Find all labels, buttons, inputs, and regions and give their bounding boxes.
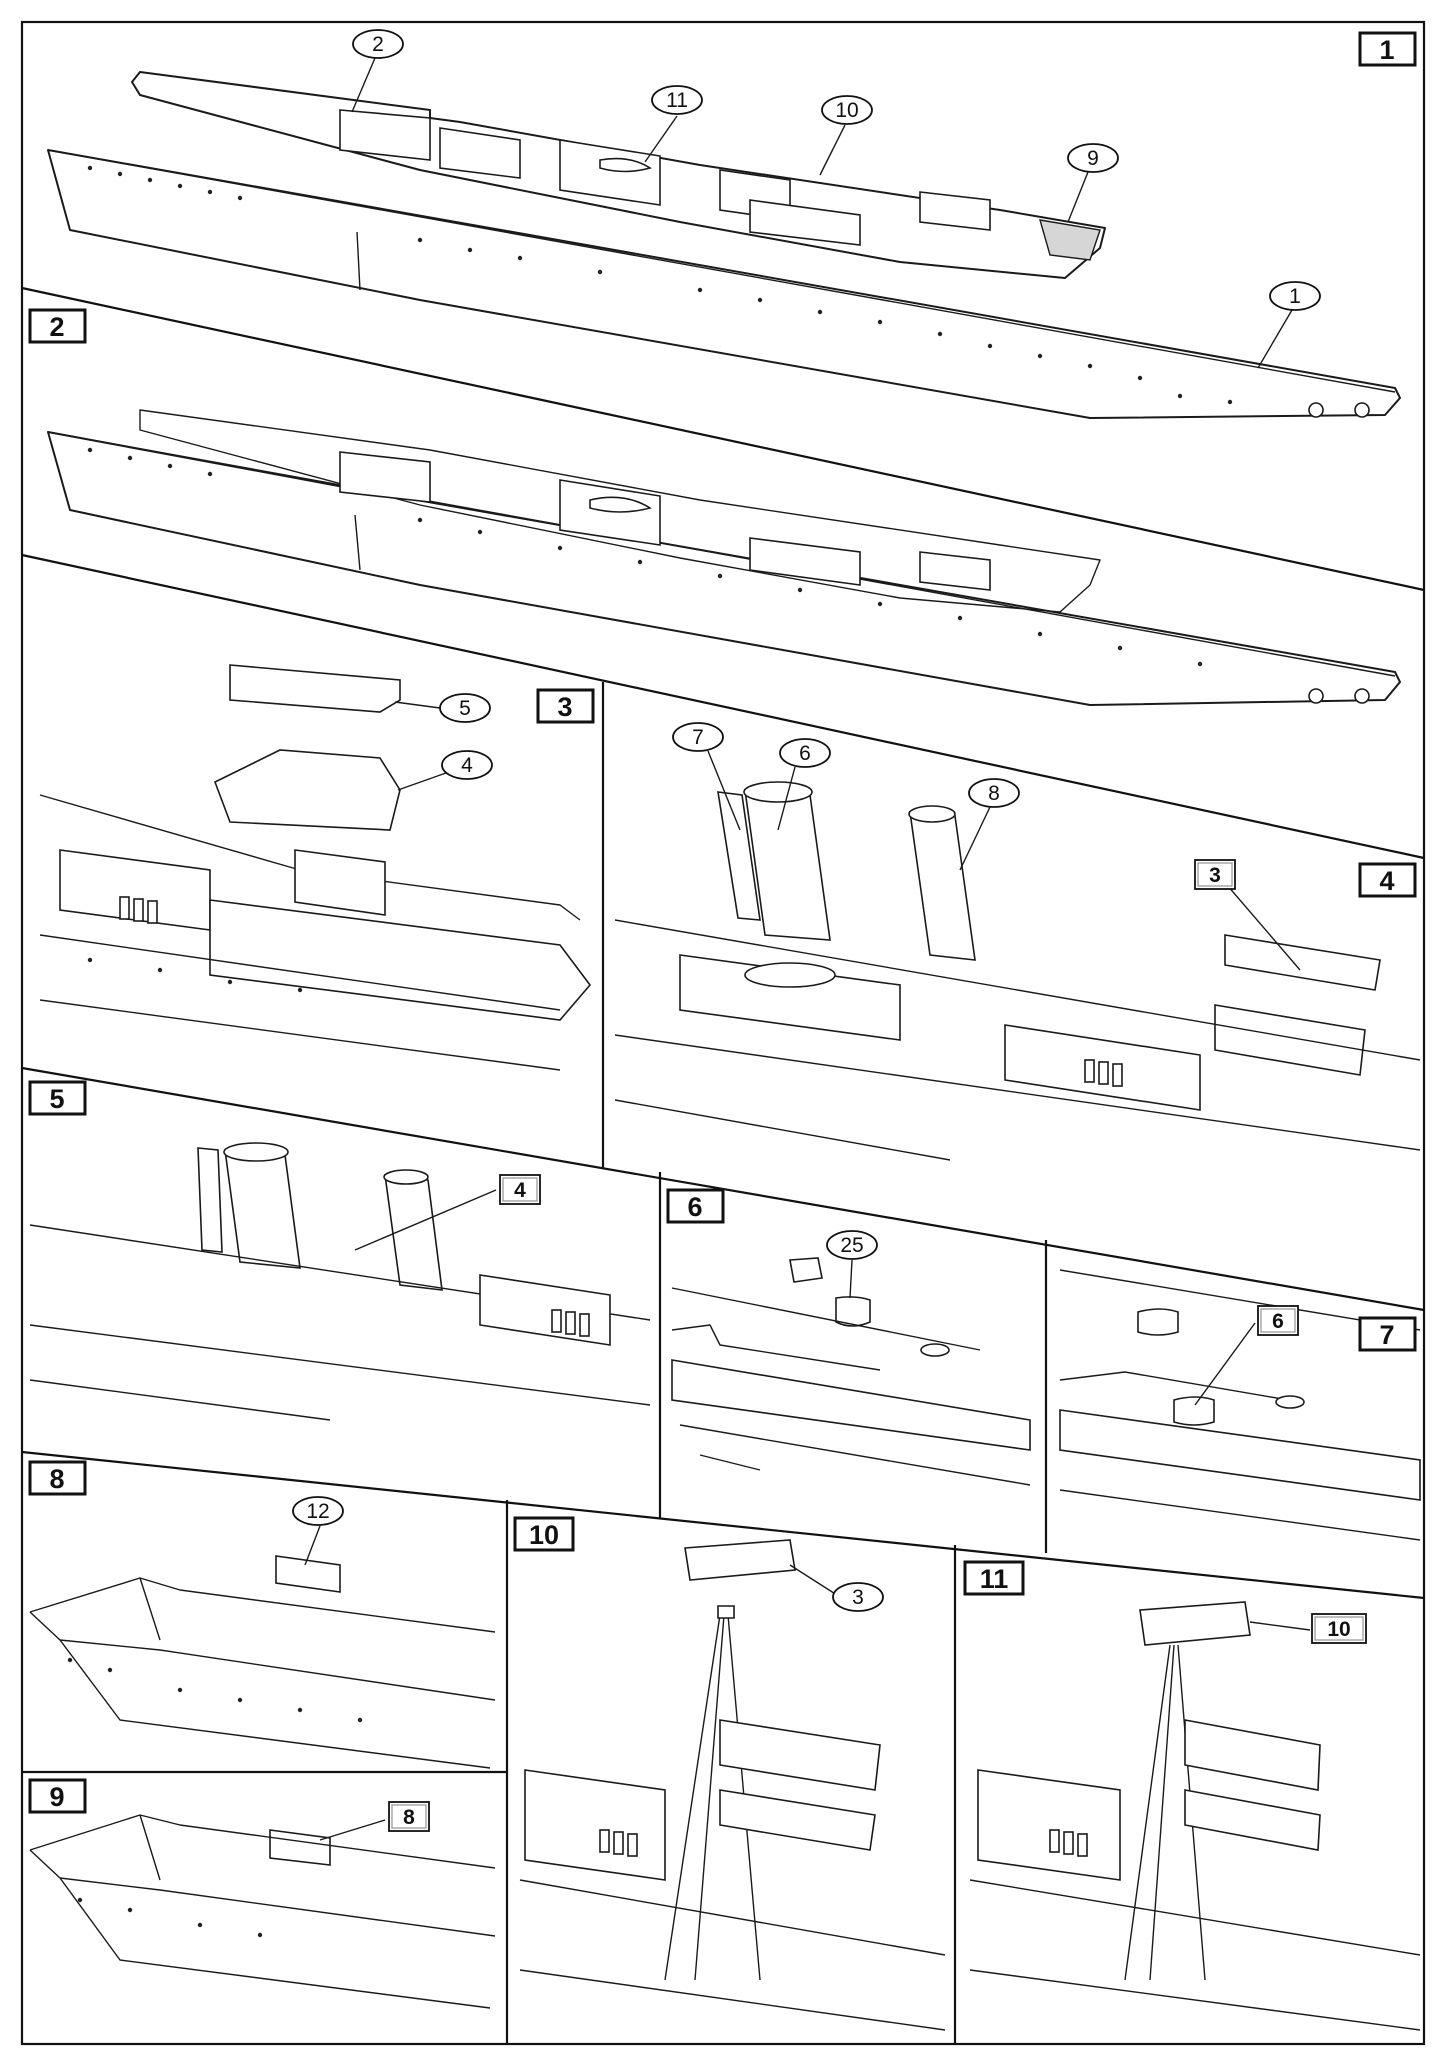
part-number: 12 xyxy=(306,1500,329,1523)
callout-step1-part1: 1 xyxy=(1269,281,1321,311)
callout-step1-part11: 11 xyxy=(651,85,703,115)
step-11-illustration xyxy=(969,1601,1421,2031)
step-2-illustration xyxy=(47,409,1401,706)
step-number: 1 xyxy=(1379,35,1394,65)
step-5-illustration xyxy=(29,1142,651,1421)
ref-step7-subassembly6: 6 xyxy=(1257,1305,1299,1336)
step-number: 7 xyxy=(1379,1320,1394,1350)
step-11-number-box: 11 xyxy=(963,1560,1025,1596)
step-7-number-box: 7 xyxy=(1358,1316,1417,1352)
step-5-number-box: 5 xyxy=(28,1080,87,1116)
ref-number: 6 xyxy=(1272,1310,1284,1333)
callout-step8-part12: 12 xyxy=(292,1496,344,1526)
part-number: 6 xyxy=(799,742,811,765)
step-6-illustration xyxy=(671,1257,1031,1486)
part-number: 8 xyxy=(988,782,1000,805)
step-number: 10 xyxy=(529,1520,559,1550)
part-number: 4 xyxy=(461,754,473,777)
step-4-number-box: 4 xyxy=(1358,862,1417,898)
callout-step3-part5: 5 xyxy=(439,693,491,723)
step-3-illustration xyxy=(39,664,592,1071)
step-number: 9 xyxy=(49,1782,64,1812)
step-number: 2 xyxy=(49,312,64,342)
step-number: 5 xyxy=(49,1084,64,1114)
step-number: 6 xyxy=(687,1192,702,1222)
step-1-illustration xyxy=(47,71,1401,419)
ref-number: 4 xyxy=(514,1179,526,1202)
part-number: 7 xyxy=(692,726,704,749)
ref-step9-subassembly8: 8 xyxy=(388,1801,430,1832)
step-9-number-box: 9 xyxy=(28,1778,87,1814)
callout-step10-part3: 3 xyxy=(832,1582,884,1612)
step-number: 3 xyxy=(557,692,572,722)
callout-step1-part2: 2 xyxy=(352,29,404,59)
step-10-illustration xyxy=(519,1539,946,2031)
ref-number: 3 xyxy=(1209,864,1221,887)
hull-portholes xyxy=(87,165,1370,418)
step-9-illustration xyxy=(29,1814,496,2009)
ref-number: 10 xyxy=(1327,1618,1350,1641)
step-number: 8 xyxy=(49,1464,64,1494)
step-1-number-box: 1 xyxy=(1358,31,1417,67)
leader-lines xyxy=(304,57,1311,1841)
step-number: 11 xyxy=(980,1564,1009,1594)
callout-step1-part9: 9 xyxy=(1067,143,1119,173)
step-7-illustration xyxy=(1059,1269,1421,1541)
panel-frames xyxy=(20,20,1426,2046)
ref-number: 8 xyxy=(403,1806,415,1829)
callout-step4-part7: 7 xyxy=(672,722,724,752)
step-number: 4 xyxy=(1379,866,1394,896)
part-number: 9 xyxy=(1087,147,1099,170)
step-8-illustration xyxy=(29,1555,496,1769)
part-number: 1 xyxy=(1289,285,1301,308)
callout-step4-part8: 8 xyxy=(968,778,1020,808)
callout-step4-part6: 6 xyxy=(779,738,831,768)
part-number: 11 xyxy=(666,89,688,112)
callout-step1-part10: 10 xyxy=(821,95,873,125)
ref-step4-subassembly3: 3 xyxy=(1194,859,1236,890)
part-number: 25 xyxy=(840,1234,863,1257)
part-number: 2 xyxy=(372,33,384,56)
step-10-number-box: 10 xyxy=(513,1516,575,1552)
step-2-number-box: 2 xyxy=(28,308,87,344)
step-4-illustration xyxy=(614,781,1421,1161)
ref-step11-subassembly10: 10 xyxy=(1311,1613,1367,1644)
hull-portholes xyxy=(87,447,1370,704)
step-6-number-box: 6 xyxy=(666,1188,725,1224)
callout-step3-part4: 4 xyxy=(441,750,493,780)
part-number: 5 xyxy=(459,697,471,720)
step-8-number-box: 8 xyxy=(28,1460,87,1496)
part-number: 3 xyxy=(852,1586,864,1609)
step-3-number-box: 3 xyxy=(536,688,595,724)
callout-step6-part25: 25 xyxy=(826,1230,878,1260)
ref-step5-subassembly4: 4 xyxy=(499,1174,541,1205)
part-number: 10 xyxy=(835,99,858,122)
